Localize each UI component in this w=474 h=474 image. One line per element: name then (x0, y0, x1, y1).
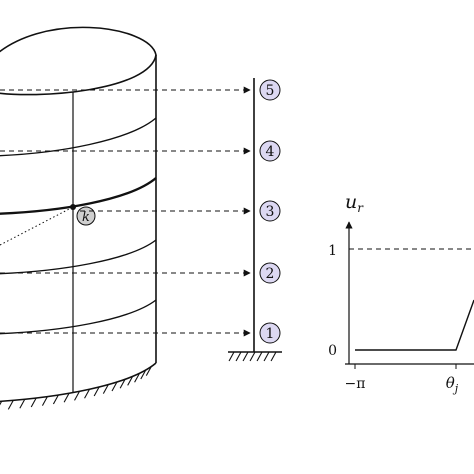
radius-dotted-line (0, 206, 74, 246)
projection-arrows (0, 86, 251, 337)
ground-hatch-mark (30, 397, 37, 408)
ground-hatch-mark (242, 351, 249, 362)
floor-marker-4-circle (259, 140, 281, 162)
shape-function-graph: ur 1 0 −π θj (328, 191, 474, 395)
floor-marker-4: 4 (259, 140, 281, 162)
ground-hatch-mark (228, 351, 235, 362)
floor-marker-2-label: 2 (266, 266, 275, 282)
ground-hatch-mark (41, 396, 48, 406)
floor-marker-1-circle (259, 322, 281, 344)
floor-marker-2: 2 (259, 262, 281, 284)
ground-hatch-mark (127, 376, 134, 386)
node-k-label: k (82, 210, 90, 225)
stick-model: 5 4 3 2 1 (228, 78, 282, 362)
stick-ground-hatch (228, 351, 277, 362)
graph-y-label: ur (345, 191, 364, 215)
ground-hatch-mark (84, 388, 90, 399)
graph-tick-one-label: 1 (328, 243, 337, 259)
ground-hatch-mark (111, 381, 118, 392)
floor-curve-3 (0, 239, 157, 275)
floor-curve-4 (0, 177, 157, 215)
floor-marker-2-circle (259, 262, 281, 284)
base-curve (0, 362, 157, 403)
floor-marker-5-label: 5 (266, 83, 275, 99)
ground-hatch-mark (93, 386, 100, 397)
ground-hatch-mark (74, 391, 80, 401)
floor-marker-4-label: 4 (266, 144, 275, 160)
graph-tick-zero-label: 0 (328, 343, 337, 359)
ground-hatch-mark (119, 378, 126, 389)
graph-tick-min-label: −π (345, 376, 366, 392)
ground-hatch-mark (249, 351, 256, 362)
ground-hatch-mark (270, 351, 277, 362)
floor-marker-5-circle (259, 79, 281, 101)
roof-ellipse (0, 26, 157, 96)
ground-hatch-mark (19, 398, 26, 409)
floor-curve-5 (0, 117, 157, 157)
ground-hatch-mark (263, 351, 270, 362)
floor-marker-3: 3 (259, 200, 281, 222)
ground-hatch-mark (102, 384, 109, 394)
ground-hatch-mark (256, 351, 263, 362)
cylinder-ground-hatch (0, 366, 152, 410)
ground-hatch-mark (134, 372, 141, 383)
ground-hatch-mark (63, 392, 70, 403)
ground-hatch-mark (0, 400, 3, 406)
ground-hatch-mark (145, 366, 152, 376)
graph-tick-theta-label: θj (446, 374, 459, 395)
ground-hatch-mark (52, 394, 59, 405)
floor-marker-5: 5 (259, 79, 281, 101)
floor-marker-3-circle (259, 200, 281, 222)
floor-curve-2 (0, 299, 157, 335)
graph-response-line (355, 299, 474, 351)
ground-hatch-mark (235, 351, 242, 362)
cylinder-building: k (0, 26, 157, 410)
ground-hatch-mark (140, 369, 147, 380)
ground-hatch-mark (7, 400, 14, 410)
floor-marker-1-label: 1 (266, 326, 275, 342)
floor-marker-3-label: 3 (266, 204, 275, 220)
node-point (70, 204, 76, 210)
floor-marker-1: 1 (259, 322, 281, 344)
